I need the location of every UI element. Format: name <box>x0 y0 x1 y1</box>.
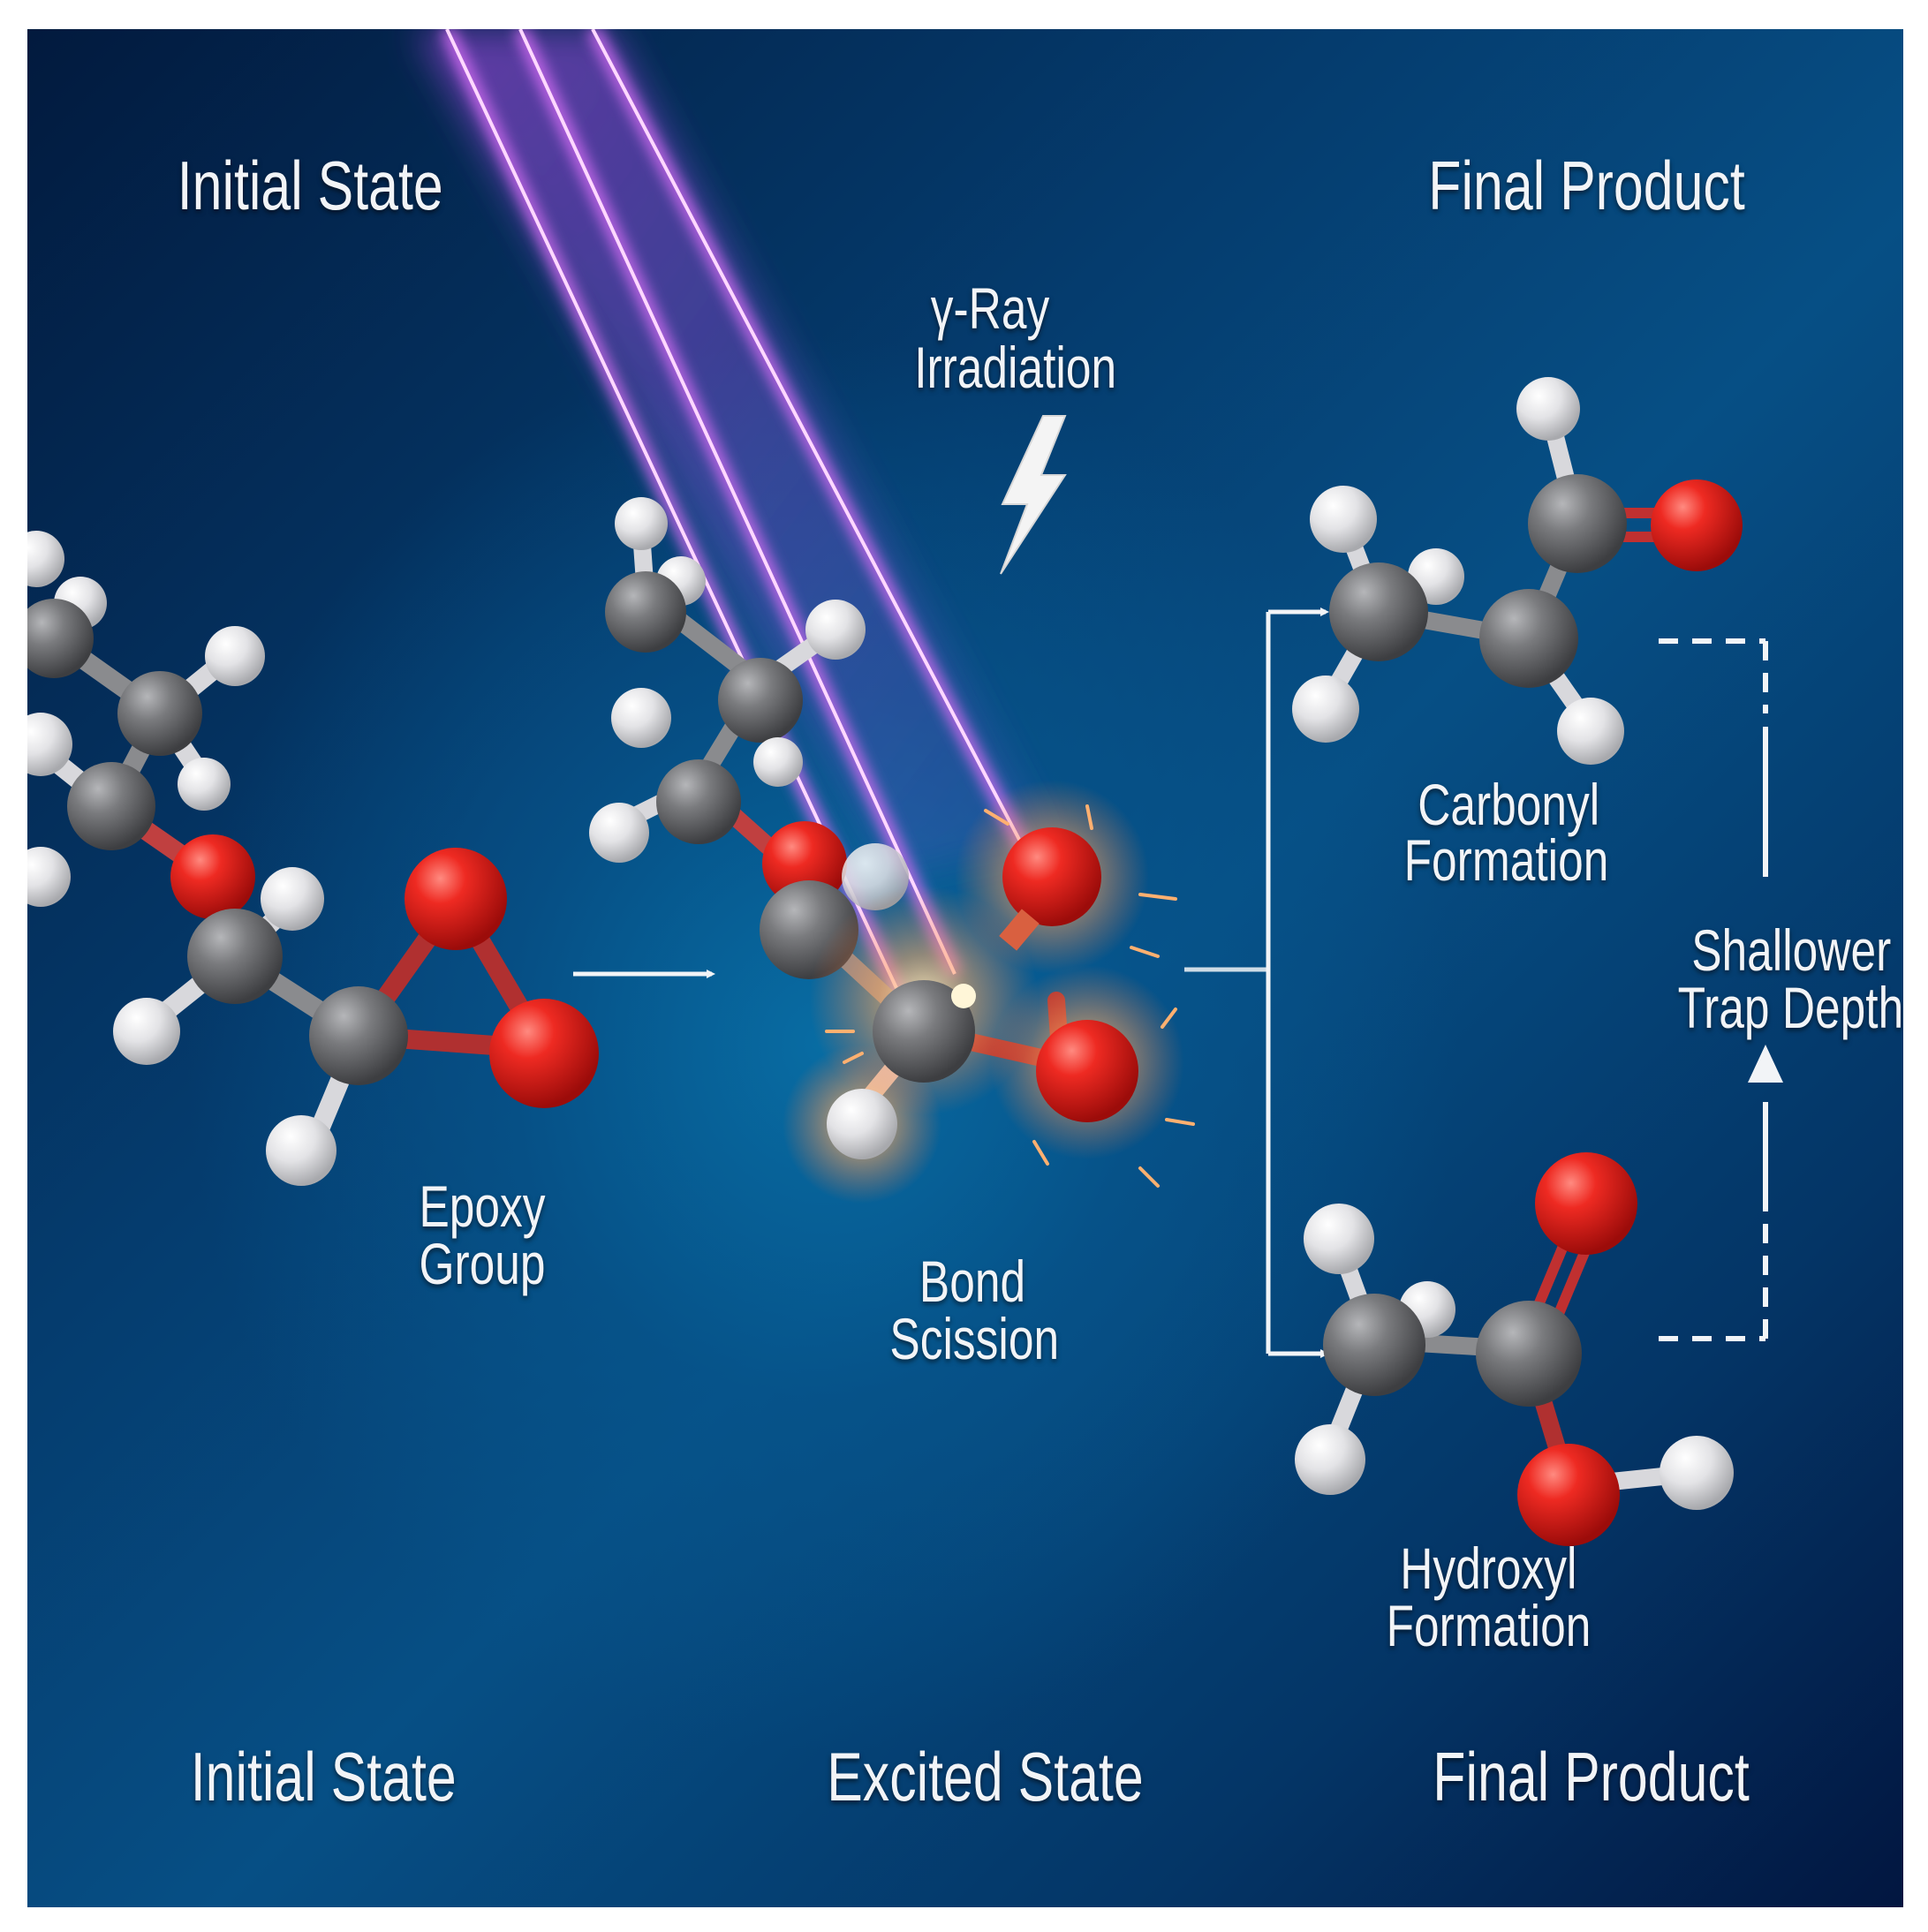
trap-label-line1: Shallower <box>1691 917 1892 983</box>
diagram-panel: Initial State Final Product γ-Ray Irradi… <box>27 29 1903 1907</box>
stage-label-hydroxyl-line2: Formation <box>1386 1593 1592 1658</box>
diagram-graphics <box>27 29 1783 1546</box>
gamma-ray-beams <box>416 29 1052 1021</box>
bottom-heading-excited-state: Excited State <box>827 1738 1144 1815</box>
trap-label-line2: Trap Depth <box>1677 975 1903 1040</box>
stage-label-carbonyl-line2: Formation <box>1403 827 1609 893</box>
arrow-up-icon <box>1748 1045 1783 1195</box>
trap-depth-bracket <box>1659 638 1768 1341</box>
lightning-bolt-icon <box>1000 415 1067 575</box>
stage-label-epoxy-line1: Epoxy <box>419 1174 546 1239</box>
irradiation-label-line1: γ-Ray <box>930 275 1050 341</box>
stage-label-hydroxyl-line1: Hydroxyl <box>1400 1536 1577 1601</box>
irradiation-label-line2: Irradiation <box>914 335 1117 400</box>
carbonyl-molecule <box>1292 377 1743 765</box>
stage-label-carbonyl-line1: Carbonyl <box>1418 772 1600 837</box>
top-heading-initial-state: Initial State <box>177 147 443 224</box>
bottom-heading-initial-state: Initial State <box>190 1738 457 1815</box>
top-heading-final-product: Final Product <box>1428 147 1745 224</box>
stage-label-epoxy-line2: Group <box>419 1231 546 1296</box>
epoxy-molecule <box>27 531 599 1186</box>
branch-arrow-icon <box>1184 608 1329 1358</box>
bottom-heading-final-product: Final Product <box>1433 1738 1750 1815</box>
stage-label-scission-line1: Bond <box>919 1249 1026 1314</box>
excited-molecule <box>589 497 1195 1204</box>
stage-label-scission-line2: Scission <box>889 1306 1060 1371</box>
hydroxyl-molecule <box>1295 1152 1734 1546</box>
